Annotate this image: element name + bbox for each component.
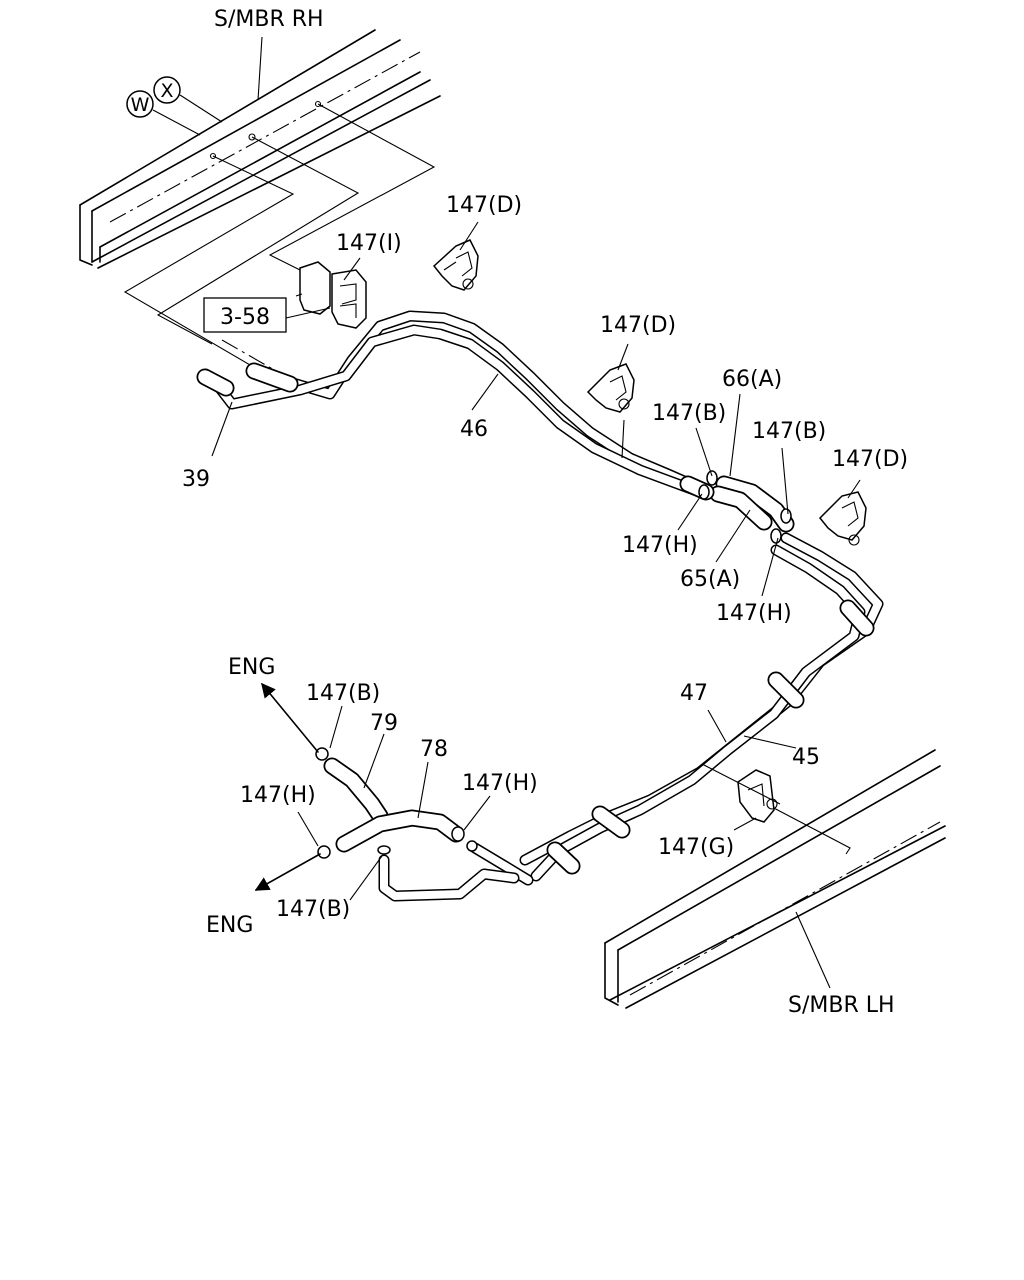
label-ref-3-58: 3-58 bbox=[220, 305, 270, 330]
circle-mark-w: W bbox=[126, 90, 154, 118]
hose-clamps bbox=[315, 470, 792, 859]
circle-mark-x: X bbox=[153, 76, 181, 104]
clip-147g bbox=[737, 769, 778, 823]
mounting-reference-lines bbox=[123, 103, 436, 396]
label-147h-1: 147(H) bbox=[622, 533, 698, 558]
label-147g: 147(G) bbox=[658, 835, 734, 860]
svg-text:X: X bbox=[160, 80, 173, 102]
label-eng-top: ENG bbox=[228, 655, 275, 680]
label-66a: 66(A) bbox=[722, 367, 782, 392]
label-147d-2: 147(D) bbox=[600, 313, 676, 338]
clip-147d-2 bbox=[586, 363, 635, 413]
fuel-pipe-assembly bbox=[196, 310, 884, 902]
side-member-rh bbox=[79, 29, 441, 269]
label-eng-bottom: ENG bbox=[206, 913, 253, 938]
label-147h-2: 147(H) bbox=[716, 601, 792, 626]
leader-lines bbox=[152, 36, 861, 989]
label-147b-1: 147(B) bbox=[652, 401, 726, 426]
label-45: 45 bbox=[792, 745, 820, 770]
eng-arrows bbox=[254, 682, 321, 891]
label-smbr-lh: S/MBR LH bbox=[788, 993, 895, 1018]
label-39: 39 bbox=[182, 467, 210, 492]
label-147i: 147(I) bbox=[336, 231, 402, 256]
label-65a: 65(A) bbox=[680, 567, 740, 592]
label-47: 47 bbox=[680, 681, 708, 706]
clip-147d-3 bbox=[818, 491, 867, 546]
label-147h-3: 147(H) bbox=[462, 771, 538, 796]
label-147b-2: 147(B) bbox=[752, 419, 826, 444]
ref-box-3-58 bbox=[203, 297, 287, 333]
side-member-lh bbox=[604, 749, 946, 1009]
label-79: 79 bbox=[370, 711, 398, 736]
label-46: 46 bbox=[460, 417, 488, 442]
label-78: 78 bbox=[420, 737, 448, 762]
part-labels: S/MBR RH S/MBR LH 3-58 147(D) 147(I) 147… bbox=[182, 7, 908, 1018]
label-147d-1: 147(D) bbox=[446, 193, 522, 218]
label-147b-4: 147(B) bbox=[276, 897, 350, 922]
svg-text:W: W bbox=[131, 94, 150, 116]
label-147h-4: 147(H) bbox=[240, 783, 316, 808]
label-smbr-rh: S/MBR RH bbox=[214, 7, 324, 32]
label-147d-3: 147(D) bbox=[832, 447, 908, 472]
label-147b-3: 147(B) bbox=[306, 681, 380, 706]
clip-147i bbox=[295, 261, 367, 329]
clip-147d-1 bbox=[432, 239, 479, 291]
